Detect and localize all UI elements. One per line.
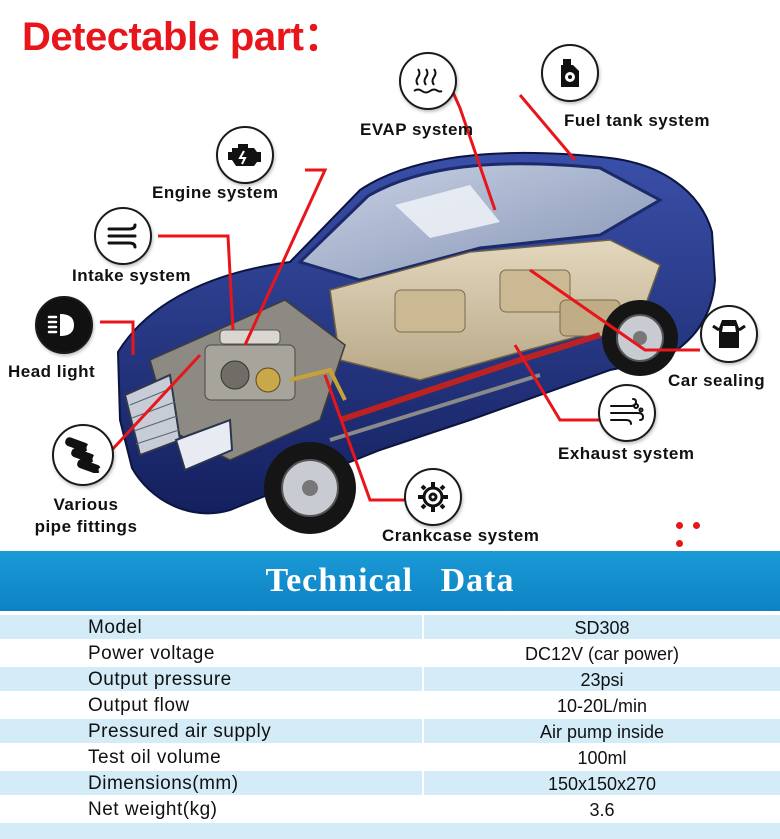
rear-wheel xyxy=(602,300,678,376)
label-crankcase-system: Crankcase system xyxy=(382,526,540,545)
car-headlight xyxy=(174,418,234,472)
spec-value: 10-20L/min xyxy=(422,693,780,719)
technical-data-header: Technical Data xyxy=(0,551,780,611)
detectable-parts-section: Detectable part： xyxy=(8,15,766,547)
spec-value: 3.6 xyxy=(422,797,780,823)
spec-value: DC12V (car power) xyxy=(422,641,780,667)
spec-row: Net weight(kg) 3.6 xyxy=(0,797,780,823)
spec-label: Output flow xyxy=(0,693,422,719)
spec-label: Test oil volume xyxy=(0,745,422,771)
spec-row: Power voltage DC12V (car power) xyxy=(0,641,780,667)
spec-row: Dimensions(mm) 150x150x270 xyxy=(0,771,780,797)
spec-row: Pressured air supply Air pump inside xyxy=(0,719,780,745)
spec-value: 150x150x270 xyxy=(422,771,780,797)
car-cutaway-illustration xyxy=(100,89,717,534)
label-exhaust-system: Exhaust system xyxy=(558,444,695,463)
label-engine-system: Engine system xyxy=(152,183,279,202)
headlight-icon xyxy=(35,296,93,354)
spec-value: SD308 xyxy=(422,615,780,641)
pipe-fittings-icon xyxy=(52,424,114,486)
spec-row: Test oil volume 100ml xyxy=(0,745,780,771)
label-fuel-tank-system: Fuel tank system xyxy=(564,111,710,130)
bottom-strip xyxy=(0,823,780,839)
spec-row: Output pressure 23psi xyxy=(0,667,780,693)
car-door-icon xyxy=(700,305,758,363)
label-intake-system: Intake system xyxy=(72,266,191,285)
label-car-sealing: Car sealing xyxy=(668,371,766,390)
spec-table: Model SD308 Power voltage DC12V (car pow… xyxy=(0,615,780,823)
engine-icon xyxy=(216,126,274,184)
spec-label: Net weight(kg) xyxy=(0,797,422,823)
label-evap-system: EVAP system xyxy=(360,120,474,139)
evap-waves-icon xyxy=(399,52,457,110)
callout-leader-lines xyxy=(100,89,700,502)
crankshaft-gear-icon xyxy=(404,468,462,526)
label-various-pipe-fittings: Various pipe fittings xyxy=(26,494,146,538)
fuel-canister-icon xyxy=(541,44,599,102)
spec-row: Output flow 10-20L/min xyxy=(0,693,780,719)
front-wheel xyxy=(264,442,356,534)
spec-value: 100ml xyxy=(422,745,780,771)
headline: Detectable part： xyxy=(22,15,343,59)
spec-label: Output pressure xyxy=(0,667,422,693)
spec-value: 23psi xyxy=(422,667,780,693)
label-pipe-line1: Various xyxy=(53,495,119,514)
exhaust-swirl-icon xyxy=(598,384,656,442)
intake-airflow-icon xyxy=(94,207,152,265)
more-ellipsis-dots xyxy=(676,516,726,547)
spec-label: Model xyxy=(0,615,422,641)
spec-row: Model SD308 xyxy=(0,615,780,641)
technical-data-title: Technical Data xyxy=(265,562,515,599)
label-pipe-line2: pipe fittings xyxy=(34,517,138,536)
spec-label: Dimensions(mm) xyxy=(0,771,422,797)
spec-label: Power voltage xyxy=(0,641,422,667)
spec-value: Air pump inside xyxy=(422,719,780,745)
label-head-light: Head light xyxy=(8,362,96,381)
spec-label: Pressured air supply xyxy=(0,719,422,745)
